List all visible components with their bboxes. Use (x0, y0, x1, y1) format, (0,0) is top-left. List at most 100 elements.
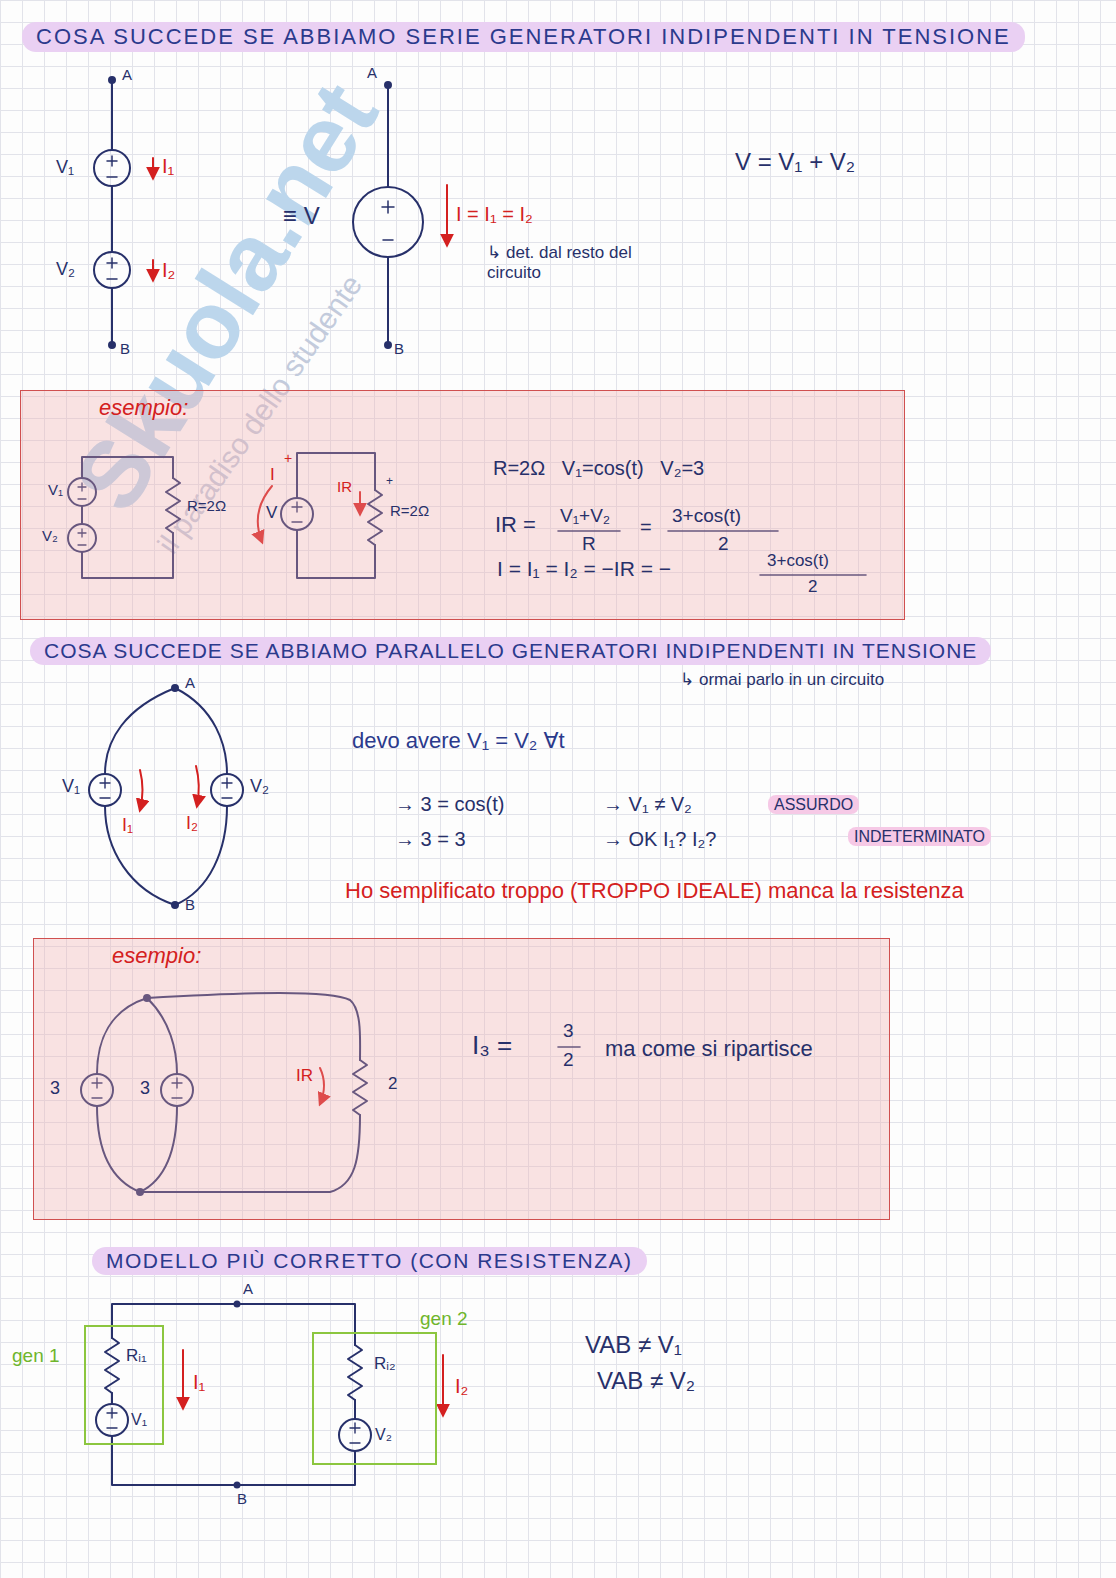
current-arrow (182, 1350, 184, 1408)
polarity-label: + (386, 474, 393, 488)
source-label: V₁ (131, 1410, 147, 1429)
generator-box: gen 2 (312, 1332, 437, 1465)
formula: V₁+V₂ (560, 505, 610, 528)
current-label: I₂ (186, 813, 198, 835)
terminal-dot (172, 902, 178, 908)
current-label: I₂ (455, 1374, 468, 1398)
current-label: I = I₁ = I₂ (456, 202, 533, 226)
terminal-dot (172, 685, 178, 691)
source-label: V₂ (250, 776, 269, 798)
current-arrow (446, 185, 448, 245)
source-label: 3 (140, 1078, 150, 1100)
note-text: ma come si ripartisce (605, 1036, 813, 1062)
formula: VAB ≠ V₂ (597, 1367, 695, 1396)
voltage-source (339, 1419, 371, 1451)
formula: I₃ = (472, 1030, 512, 1061)
generator-box: gen 1 (84, 1325, 164, 1445)
note-text: → OK I₁? I₂? (603, 827, 716, 851)
voltage-source (353, 187, 423, 257)
polarity-sign (350, 1423, 360, 1443)
generator-label: gen 1 (12, 1345, 60, 1367)
heading-text: COSA SUCCEDE SE ABBIAMO PARALLELO GENERA… (44, 639, 977, 662)
example-box: esempio: (20, 390, 905, 620)
formula: VAB ≠ V₁ (585, 1331, 682, 1360)
resistor-label: Rᵢ₂ (374, 1354, 396, 1374)
formula: 3+cos(t) (672, 505, 741, 528)
current-label: I₂ (162, 258, 175, 282)
source-label: V₁ (56, 157, 74, 179)
highlight-text: INDETERMINATO (848, 827, 991, 846)
terminal-label: B (185, 896, 195, 914)
current-arrow (152, 158, 154, 178)
current-arrow (153, 158, 447, 280)
terminal-dot (234, 1301, 241, 1308)
formula: 2 (563, 1049, 574, 1072)
note-text: ↳ det. dal resto del circuito (487, 243, 667, 284)
example-heading: esempio: (99, 395, 188, 421)
wire (112, 1304, 355, 1332)
terminal-label: B (237, 1490, 247, 1508)
resistor-label: Rᵢ₁ (126, 1346, 147, 1366)
current-label: IR (337, 478, 352, 496)
terminal-dot (234, 1482, 241, 1489)
resistor-symbol (348, 1345, 362, 1400)
source-label: V (266, 503, 277, 523)
note-text: ↳ ormai parlo in un circuito (680, 670, 884, 690)
current-arrow (152, 260, 154, 280)
terminal-dot (385, 82, 391, 88)
generator-label: gen 2 (420, 1308, 468, 1330)
formula: R (582, 533, 596, 556)
source-label: V₂ (42, 527, 58, 545)
note-text: → 3 = 3 (395, 827, 466, 851)
resistor-symbol (105, 1338, 119, 1393)
current-label: I₁ (122, 815, 133, 837)
formula: 2 (808, 577, 817, 597)
heading-band: COSA SUCCEDE SE ABBIAMO PARALLELO GENERA… (30, 637, 991, 665)
heading-band: COSA SUCCEDE SE ABBIAMO SERIE GENERATORI… (22, 22, 1025, 52)
terminal-label: A (122, 66, 132, 84)
example-heading: esempio: (112, 943, 201, 969)
source-label: V₂ (375, 1425, 392, 1444)
source-label: V₂ (56, 259, 75, 281)
current-arrow (140, 770, 143, 810)
current-label: I₁ (162, 154, 174, 178)
current-label: I (270, 465, 275, 485)
polarity-sign (100, 778, 232, 798)
note-text: devo avere V₁ = V₂ ∀t (352, 728, 565, 754)
terminal-dot (385, 342, 391, 348)
resistor-label: 2 (388, 1074, 397, 1094)
heading-text: MODELLO PIÙ CORRETTO (CON RESISTENZA) (106, 1249, 633, 1272)
note-text: → V₁ ≠ V₂ (603, 792, 692, 816)
note-text: → 3 = cos(t) (395, 792, 504, 816)
formula: 3+cos(t) (767, 551, 829, 571)
resistor-label: R=2Ω (187, 497, 226, 515)
formula: R=2Ω V₁=cos(t) V₂=3 (493, 456, 704, 480)
series-circuit (387, 85, 389, 345)
terminal-label: A (243, 1280, 253, 1298)
current-arrow (140, 766, 199, 810)
series-circuit (111, 80, 113, 345)
current-arrow (442, 1355, 444, 1415)
current-label: IR (296, 1066, 313, 1086)
formula: IR = (495, 512, 536, 538)
formula: = (640, 515, 652, 539)
polarity-sign (107, 1408, 117, 1428)
equivalence-label: ≡ V (283, 202, 320, 231)
series-circuit (94, 77, 447, 348)
polarity-sign (382, 201, 394, 240)
formula: 2 (718, 533, 729, 556)
terminal-label: B (120, 340, 130, 358)
polarity-sign (107, 156, 117, 279)
terminal-label: A (185, 674, 195, 692)
terminal-dot (109, 77, 115, 83)
terminal-label: B (394, 340, 404, 358)
example-box: esempio: (33, 938, 890, 1220)
parallel-circuit (89, 685, 243, 908)
note-text: Ho semplificato troppo (TROPPO IDEALE) m… (345, 878, 964, 904)
formula: V = V₁ + V₂ (735, 148, 855, 177)
voltage-source (96, 1404, 128, 1436)
current-arrow (196, 766, 199, 806)
